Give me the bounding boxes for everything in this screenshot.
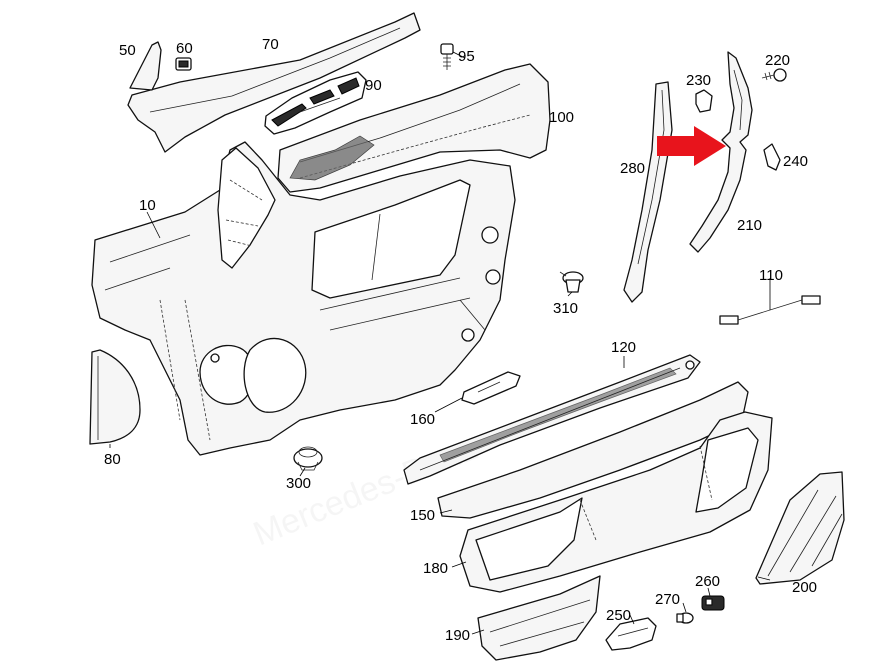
label-250: 250 — [606, 607, 631, 624]
label-310: 310 — [553, 300, 578, 317]
part-10-door-panel-carrier[interactable] — [91, 141, 516, 456]
part-50-mirror-triangle[interactable] — [129, 41, 162, 91]
part-300-round-clip[interactable] — [293, 446, 323, 471]
label-100: 100 — [549, 109, 574, 126]
leader-lines — [109, 51, 771, 635]
part-80-speaker-cover[interactable] — [89, 349, 141, 445]
part-270-bulb[interactable] — [676, 612, 694, 624]
label-200: 200 — [792, 579, 817, 596]
label-70: 70 — [262, 36, 279, 53]
part-100-upper-trim[interactable] — [277, 63, 551, 193]
part-70-window-trim[interactable] — [127, 12, 421, 153]
label-80: 80 — [104, 451, 121, 468]
label-120: 120 — [611, 339, 636, 356]
label-280: 280 — [620, 160, 645, 177]
part-220-screw[interactable] — [761, 68, 787, 82]
part-120-armrest-frame[interactable] — [403, 354, 701, 485]
label-90: 90 — [365, 77, 382, 94]
label-50: 50 — [119, 42, 136, 59]
part-60-clip[interactable] — [175, 57, 192, 71]
label-270: 270 — [655, 591, 680, 608]
part-310-push-clip[interactable] — [559, 271, 584, 293]
label-260: 260 — [695, 573, 720, 590]
part-95-fastener[interactable] — [440, 43, 454, 70]
label-210: 210 — [737, 217, 762, 234]
part-labels: 10 50 60 70 80 90 95 100 110 120 150 160… — [104, 36, 817, 644]
label-95: 95 — [458, 48, 475, 65]
part-210-pillar-trim[interactable] — [689, 51, 753, 253]
part-90-window-switch-panel[interactable] — [264, 71, 367, 135]
label-110: 110 — [759, 267, 783, 284]
label-150: 150 — [410, 507, 435, 524]
part-160-switch-panel[interactable] — [461, 371, 521, 405]
part-230-clip[interactable] — [695, 89, 713, 113]
part-180-door-pocket[interactable] — [459, 411, 773, 593]
label-60: 60 — [176, 40, 193, 57]
part-240-bracket[interactable] — [763, 143, 781, 171]
label-180: 180 — [423, 560, 448, 577]
part-190-speaker-grille[interactable] — [477, 575, 601, 661]
part-250-handle-cup[interactable] — [605, 617, 657, 651]
label-300: 300 — [286, 475, 311, 492]
label-230: 230 — [686, 72, 711, 89]
label-220: 220 — [765, 52, 790, 69]
part-280-seal-strip[interactable] — [623, 81, 673, 303]
part-200-rear-grille[interactable] — [755, 471, 845, 585]
part-260-lamp-socket[interactable] — [701, 595, 725, 611]
highlight-arrow — [657, 126, 726, 166]
label-240: 240 — [783, 153, 808, 170]
label-10: 10 — [139, 197, 156, 214]
label-160: 160 — [410, 411, 435, 428]
label-190: 190 — [445, 627, 470, 644]
